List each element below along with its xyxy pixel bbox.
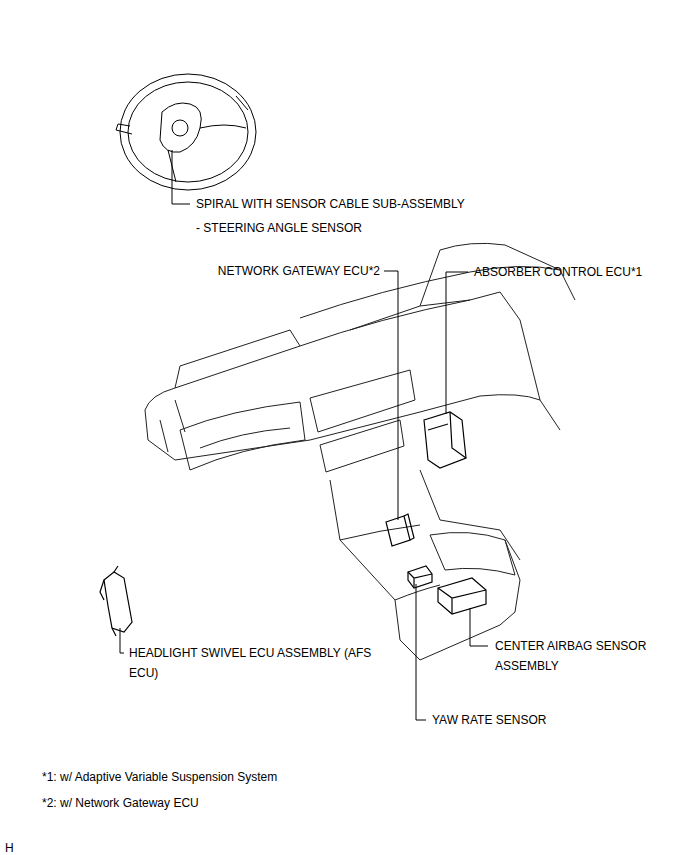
dashboard: [145, 243, 575, 660]
ecu-components: [100, 412, 486, 636]
part-label: ABSORBER CONTROL ECU*1: [474, 262, 684, 282]
part-label: SPIRAL WITH SENSOR CABLE SUB-ASSEMBLY: [196, 194, 616, 214]
part-label: - STEERING ANGLE SENSOR: [196, 218, 496, 238]
leader-lines: [120, 150, 488, 720]
part-label: NETWORK GATEWAY ECU*2: [218, 261, 380, 281]
part-label: CENTER AIRBAG SENSOR ASSEMBLY: [495, 636, 673, 676]
part-label: YAW RATE SENSOR: [432, 710, 632, 730]
figure-code: H: [5, 838, 35, 855]
part-label: HEADLIGHT SWIVEL ECU ASSEMBLY (AFS ECU): [129, 643, 391, 683]
footnote: *2: w/ Network Gateway ECU: [42, 793, 462, 813]
footnote: *1: w/ Adaptive Variable Suspension Syst…: [42, 767, 462, 787]
steering-wheel: [116, 74, 256, 190]
